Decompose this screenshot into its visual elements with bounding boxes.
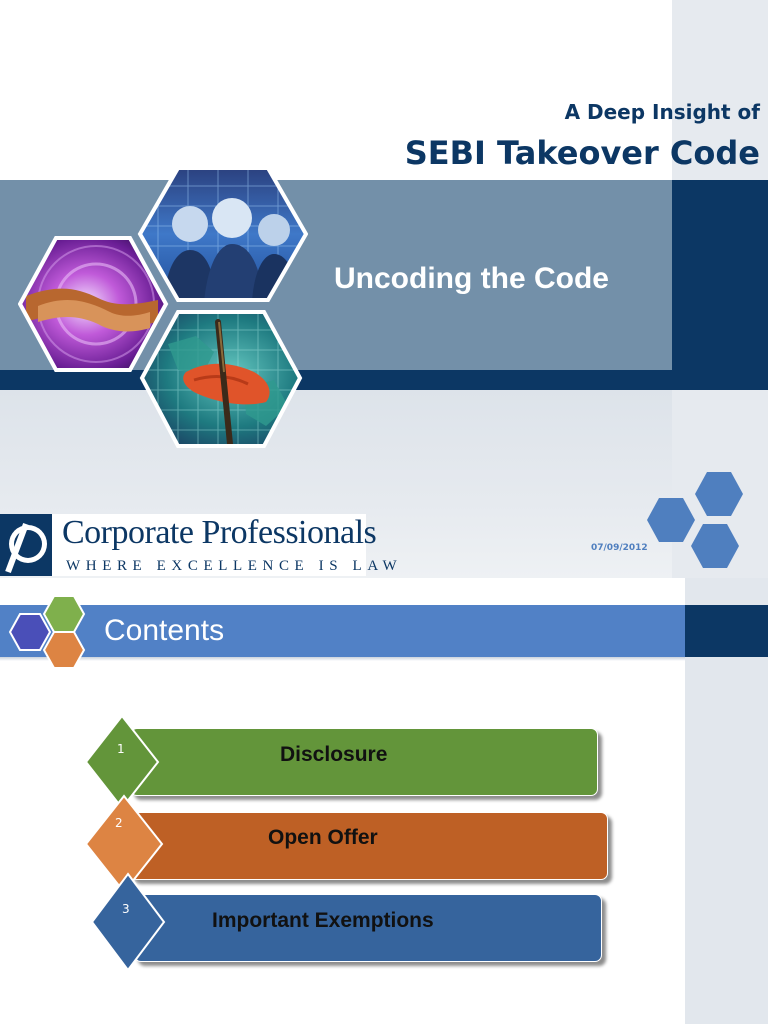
item-bar [130,812,608,880]
hexagon-cluster-icon [8,595,86,669]
item-label: Important Exemptions [212,909,434,932]
decorative-hexagons [647,472,743,568]
contents-banner-dark-block [685,605,768,657]
slide-tagline: Uncoding the Code [334,262,609,295]
subtitle-top: A Deep Insight of [564,100,760,124]
logo-company-name: Corporate Professionals [62,514,377,551]
logo-tagline: WHERE EXCELLENCE IS LAW [66,558,403,574]
title-slide: A Deep Insight of SEBI Takeover Code Unc… [0,0,768,578]
item-bar [134,894,602,962]
slide-date: 07/09/2012 [591,543,648,553]
contents-slide: Contents Disclosure 1 Open Offer 2 Impor… [0,578,768,1024]
item-bar [130,728,598,796]
contents-title: Contents [104,614,225,647]
logo-mark-icon [0,514,52,576]
map-pen-hexagon [142,312,300,446]
slide-title: SEBI Takeover Code [404,134,760,172]
title-band-dark-block [672,180,768,390]
people-hexagon [140,168,306,300]
item-label: Disclosure [280,743,388,766]
contents-banner [0,605,685,657]
handshake-hexagon [20,238,166,370]
item-number: 2 [115,816,123,830]
hexagon-photo-collage [18,166,308,448]
number-diamond [90,872,166,972]
company-logo: Corporate Professionals WHERE EXCELLENCE… [0,514,397,576]
item-number: 3 [122,902,130,916]
banner-shadow [0,657,685,661]
item-number: 1 [117,742,125,756]
item-label: Open Offer [268,826,378,849]
